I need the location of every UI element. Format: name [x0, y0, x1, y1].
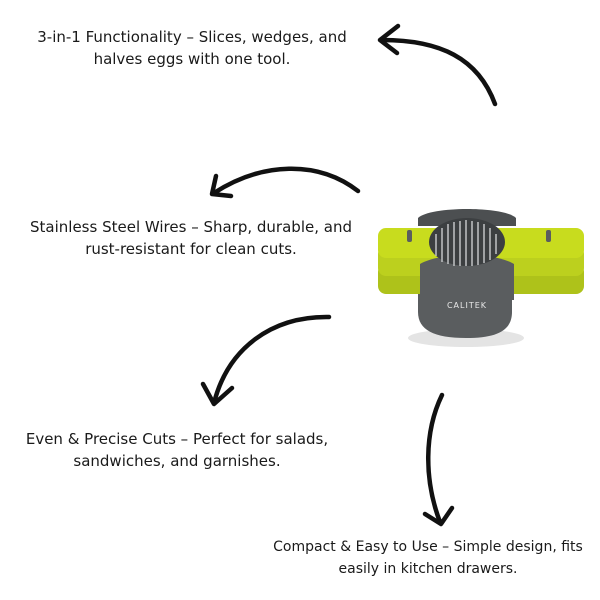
- feature-text-line: rust-resistant for clean cuts.: [85, 240, 297, 258]
- brand-label: CALITEK: [447, 301, 487, 310]
- feature-compact: Compact & Easy to Use – Simple design, f…: [266, 536, 590, 580]
- arrow-icon: [200, 314, 332, 407]
- feature-text-line: Compact & Easy to Use – Simple design, f…: [273, 539, 583, 555]
- feature-functionality: 3-in-1 Functionality – Slices, wedges, a…: [0, 26, 384, 70]
- feature-text-line: halves eggs with one tool.: [93, 50, 291, 68]
- feature-text-line: sandwiches, and garnishes.: [73, 452, 281, 470]
- feature-precise-cuts: Even & Precise Cuts – Perfect for salads…: [0, 428, 354, 472]
- feature-steel-wires: Stainless Steel Wires – Sharp, durable, …: [0, 216, 382, 260]
- feature-text-line: Stainless Steel Wires – Sharp, durable, …: [30, 218, 352, 236]
- arrow-icon: [209, 166, 361, 199]
- feature-text-line: Even & Precise Cuts – Perfect for salads…: [25, 430, 329, 448]
- egg-slicer-image: CALITEK: [378, 209, 584, 347]
- arrow-icon: [422, 392, 455, 527]
- arrow-icon: [377, 23, 498, 107]
- feature-text-line: easily in kitchen drawers.: [338, 561, 518, 577]
- feature-text-line: 3-in-1 Functionality – Slices, wedges, a…: [37, 28, 347, 46]
